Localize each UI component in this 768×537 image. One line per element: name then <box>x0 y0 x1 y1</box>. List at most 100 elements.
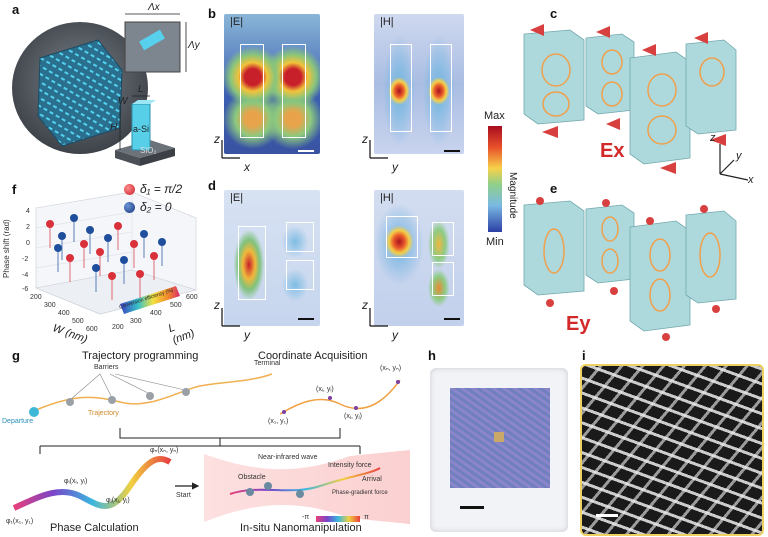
b-e-scale-bar <box>298 150 314 152</box>
g-trajectory: Trajectory <box>88 410 119 417</box>
g-phi1: φ₁(x₁, y₁) <box>6 518 34 525</box>
f-wtick-2: 400 <box>58 310 70 317</box>
efficiency-colorbar <box>120 286 180 314</box>
axis3d-z: z <box>710 132 716 144</box>
panel-h: h <box>420 346 572 537</box>
b-e-pillar-outline-2 <box>282 44 306 138</box>
b-h-pillar-outline-1 <box>390 44 412 132</box>
d-e-pillar-outline-1 <box>238 226 266 300</box>
panel-a-label: a <box>12 2 20 17</box>
panel-c: c Ex <box>510 0 768 175</box>
f-wtick-3: 500 <box>72 318 84 325</box>
phase-scale-bar <box>316 516 360 522</box>
scatter-point <box>80 240 88 248</box>
g-phij: φⱼ(xⱼ, yⱼ) <box>106 497 130 504</box>
pillar-field-illustration-c <box>523 24 737 174</box>
g-barriers: Barriers <box>94 364 119 371</box>
field-map-b-h <box>374 14 464 154</box>
field-map-d-h <box>374 190 464 326</box>
colorbar-gradient <box>488 126 502 232</box>
f-wtick-1: 300 <box>44 302 56 309</box>
nir-beam <box>204 450 410 524</box>
scatter-point <box>136 270 144 278</box>
f-ytick-0: 4 <box>26 208 30 215</box>
phase-wave <box>12 456 172 511</box>
scatter-point <box>92 264 100 272</box>
d-z-axis-left: z <box>214 298 220 312</box>
g-departure: Departure <box>2 418 34 425</box>
scatter-point <box>70 214 78 222</box>
e-field-label: Ey <box>566 313 591 335</box>
d-axis-arrows <box>221 308 388 327</box>
colorbar-max: Max <box>484 110 505 122</box>
b-e-pillar-outline-1 <box>240 44 264 138</box>
b-h-pillar-outline-2 <box>430 44 452 132</box>
f-legend-dot-2 <box>124 202 135 213</box>
g-intensity: Intensity force <box>328 462 372 469</box>
substrate-material: SiO₂ <box>140 146 157 155</box>
unit-cell-inset <box>124 21 181 73</box>
f-wtick-0: 200 <box>30 294 42 301</box>
scatter-point <box>54 244 62 252</box>
g-cj: (xⱼ, yⱼ) <box>344 413 362 420</box>
g-title-left: Trajectory programming <box>82 350 199 362</box>
lambda-y-label: Λy <box>188 40 200 51</box>
w-label: W <box>118 96 128 107</box>
d-h-pillar-outline-2 <box>432 222 454 256</box>
h-scale-bar <box>460 506 484 509</box>
b-z-axis-left: z <box>214 132 220 146</box>
sem-image <box>580 364 764 536</box>
panel-g: g Trajectory programming <box>0 346 420 537</box>
field-map-d-e <box>224 190 320 326</box>
f-ytick-3: -2 <box>22 256 29 263</box>
f-ytick-2: 0 <box>26 240 30 247</box>
scatter-point <box>120 256 128 264</box>
f-ytick-5: -6 <box>22 286 29 293</box>
panel-h-label: h <box>428 348 436 363</box>
f-legend-1: δ₁ = π/2 <box>140 182 183 196</box>
f-ytick-1: 2 <box>26 224 30 231</box>
departure-particle <box>29 407 39 417</box>
f-legend-2: δ₂ = 0 <box>140 200 172 214</box>
colorbar-min: Min <box>486 236 504 248</box>
panel-i: i <box>572 346 768 537</box>
axis3d-x: x <box>748 174 754 186</box>
scatter-point <box>130 240 138 248</box>
panel-b: b |E| |H| z x z y <box>200 0 500 180</box>
scatter-point <box>158 238 166 246</box>
g-terminal: Terminal <box>254 360 281 367</box>
f-legend-dot-1 <box>124 184 135 195</box>
g-title-right: Coordinate Acquisition <box>258 350 368 362</box>
panel-e: e Ey <box>510 175 768 345</box>
g-phii: φᵢ(xᵢ, yᵢ) <box>64 478 88 485</box>
b-z-axis-right: z <box>362 132 368 146</box>
lambda-x-label: Λx <box>148 2 160 13</box>
axis3d-y: y <box>736 150 742 162</box>
d-h-title: |H| <box>380 192 394 204</box>
scatter-point <box>58 232 66 240</box>
g-start: Start <box>176 492 191 499</box>
scatter-point <box>86 226 94 234</box>
d-e-scale-bar <box>298 318 314 320</box>
scatter-point <box>66 254 74 262</box>
scatter-point <box>140 230 148 238</box>
scatter-point <box>104 234 112 242</box>
pillar-field-illustration-e <box>523 197 737 341</box>
d-y-axis-right: y <box>392 328 398 342</box>
panel-d: d |E| |H| z y z y Coordinate Acquisition <box>200 178 500 362</box>
h-label: H <box>110 122 118 133</box>
l-label: L <box>138 84 144 95</box>
panel-i-label: i <box>582 348 586 363</box>
panel-a: a Λx Λy W L H a-Si SiO₂ <box>0 0 200 180</box>
scatter-point <box>150 252 158 260</box>
g-nir: Near-infrared wave <box>258 454 318 461</box>
g-insitu: In-situ Nanomanipulation <box>240 522 362 534</box>
d-h-scale-bar <box>444 318 460 320</box>
panel-f-label: f <box>12 182 17 197</box>
g-phase-force: Phase-gradient force <box>332 490 388 496</box>
g-pi: π <box>364 514 369 521</box>
metasurface-illustration <box>12 13 187 166</box>
g-obstacle: Obstacle <box>238 474 266 481</box>
phase-scatter-3d <box>34 191 198 315</box>
g-minus-pi: -π <box>302 514 310 521</box>
